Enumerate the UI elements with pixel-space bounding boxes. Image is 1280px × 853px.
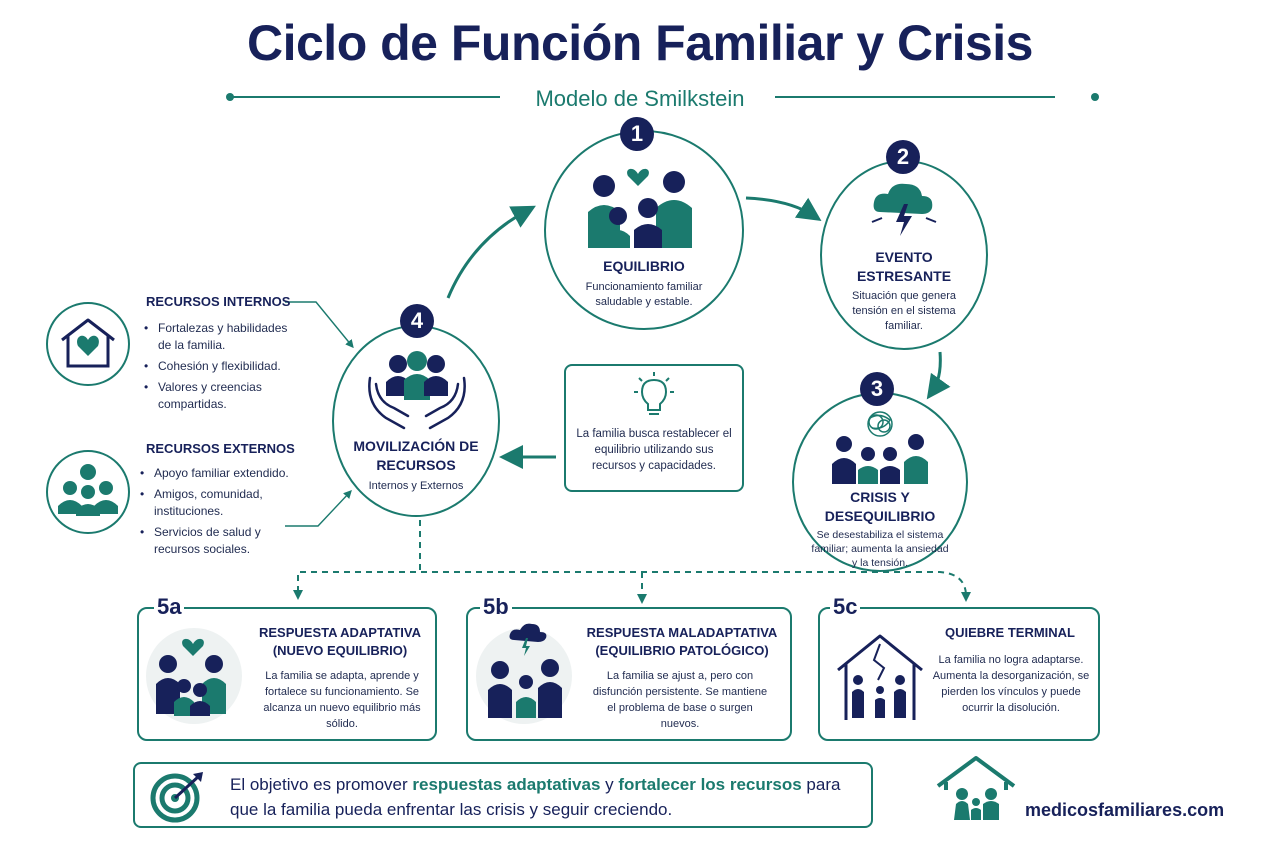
subtitle-divider [226, 93, 1055, 101]
outcome-5c-badge: 5c [830, 594, 861, 620]
stage-3-description: Se desestabiliza el sistema familiar; au… [811, 529, 949, 569]
outcome-terminal-box [818, 607, 1100, 741]
internal-resources-list: Fortalezas y habilidades de la familia. … [142, 320, 302, 417]
community-icon [58, 464, 118, 516]
goal-text: El objetivo es promover respuestas adapt… [230, 772, 860, 822]
center-note-box [564, 364, 744, 492]
house-heart-icon [61, 318, 115, 368]
stage-4-title: MOVILIZACIÓN DE RECURSOS [353, 438, 479, 473]
stage-2-description: Situación que genera tensión en el siste… [852, 290, 956, 332]
internal-resources-title: RECURSOS INTERNOS [146, 294, 291, 309]
outcome-5b-badge: 5b [480, 594, 512, 620]
goal-highlight-adaptive: respuestas adaptativas [412, 775, 601, 794]
internal-resource-item: Fortalezas y habilidades de la familia. [142, 320, 302, 354]
outcome-5a-text: La familia se adapta, aprende y fortalec… [263, 670, 421, 730]
page-subtitle: Modelo de Smilkstein [535, 86, 745, 111]
outcome-5c-text: La familia no logra adaptarse. Aumenta l… [932, 654, 1090, 714]
subtitle-dot-right [1091, 93, 1099, 101]
goal-text-part3: para que la familia pueda enfrentar las … [230, 775, 841, 819]
goal-box: El objetivo es promover respuestas adapt… [133, 762, 873, 828]
outcome-5b-title: RESPUESTA MALADAPTATIVA (EQUILIBRIO PATO… [586, 625, 778, 658]
internal-resource-item: Cohesión y flexibilidad. [142, 358, 302, 375]
hands-people-icon [368, 351, 466, 430]
goal-highlight-resources: fortalecer los recursos [618, 775, 802, 794]
broken-house-icon [837, 634, 923, 720]
external-resource-item: Amigos, comunidad, instituciones. [138, 486, 298, 520]
family-house-logo [936, 756, 1016, 820]
external-resources-list: Apoyo familiar extendido. Amigos, comuni… [138, 465, 298, 562]
lightbulb-icon [634, 372, 674, 415]
stage-1-badge: 1 [620, 117, 654, 151]
happy-family-icon [156, 638, 226, 716]
target-icon [150, 772, 203, 823]
storm-cloud-icon [871, 183, 937, 236]
external-resources-title: RECURSOS EXTERNOS [146, 441, 295, 456]
stage-3-title: CRISIS Y DESEQUILIBRIO [824, 489, 936, 524]
stage-4-badge: 4 [400, 304, 434, 338]
outcome-5b-text: La familia se ajust a, pero con disfunci… [592, 670, 768, 730]
stage-2-title: EVENTO ESTRESANTE [856, 249, 952, 284]
stage-1-title: EQUILIBRIO [603, 258, 685, 274]
center-note-text: La familia busca restablecer el equilibr… [576, 428, 732, 472]
troubled-family-icon [488, 623, 562, 718]
external-resource-item: Servicios de salud y recursos sociales. [138, 524, 298, 558]
stressed-family-icon [832, 411, 928, 484]
stage-4-description: Internos y Externos [368, 480, 464, 492]
stage-2-badge: 2 [886, 140, 920, 174]
stage-3-badge: 3 [860, 372, 894, 406]
outcome-5c-title: QUIEBRE TERMINAL [945, 625, 1075, 640]
outcome-5a-title: RESPUESTA ADAPTATIVA (NUEVO EQUILIBRIO) [258, 625, 422, 658]
page-title: Ciclo de Función Familiar y Crisis [247, 15, 1033, 71]
site-name[interactable]: medicosfamiliares.com [1025, 800, 1225, 820]
goal-text-part2: y [600, 775, 619, 794]
internal-resource-item: Valores y creencias compartidas. [142, 379, 302, 413]
family-icon [588, 168, 692, 248]
stage-1-description: Funcionamiento familiar saludable y esta… [585, 281, 703, 308]
external-resource-item: Apoyo familiar extendido. [138, 465, 298, 482]
outcome-5a-badge: 5a [154, 594, 185, 620]
goal-text-part1: El objetivo es promover [230, 775, 413, 794]
